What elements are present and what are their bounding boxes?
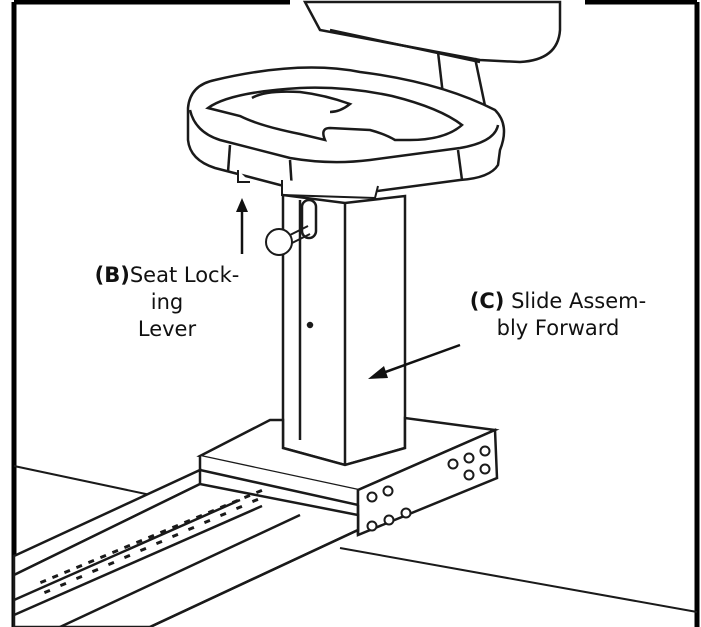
seat-back (302, 0, 562, 121)
seat-bracket (237, 170, 379, 200)
callout-b-line-1: (B)Seat Lock- (72, 262, 262, 289)
slide-carriage (196, 416, 500, 537)
callout-b-line-3: Lever (137, 317, 197, 341)
callout-c-line-2: bly Forward (496, 316, 620, 340)
arrow-slide-assembly-forward (368, 343, 461, 379)
rail-scale-markings (39, 488, 263, 594)
carriage-bolts (366, 445, 491, 532)
callout-seat-locking-lever: (B)Seat Lock- ing Lever (72, 262, 262, 343)
callout-b-text-1: Seat Lock- (129, 263, 240, 287)
callout-slide-assembly-forward: (C) Slide Assem- bly Forward (438, 288, 678, 342)
arrow-seat-locking-lever (236, 198, 248, 254)
callout-b-letter: (B) (94, 263, 130, 287)
seat-post (281, 193, 407, 467)
seat-cushion (186, 66, 506, 194)
callout-c-line-1: (C) Slide Assem- (438, 288, 678, 315)
callout-b-line-2: ing (150, 290, 184, 314)
floor-outline (13, 465, 698, 613)
seat-locking-lever (265, 225, 311, 256)
callout-c-letter: (C) (469, 289, 505, 313)
callout-c-text-1: Slide Assem- (504, 289, 647, 313)
figure-frame (11, 0, 700, 627)
